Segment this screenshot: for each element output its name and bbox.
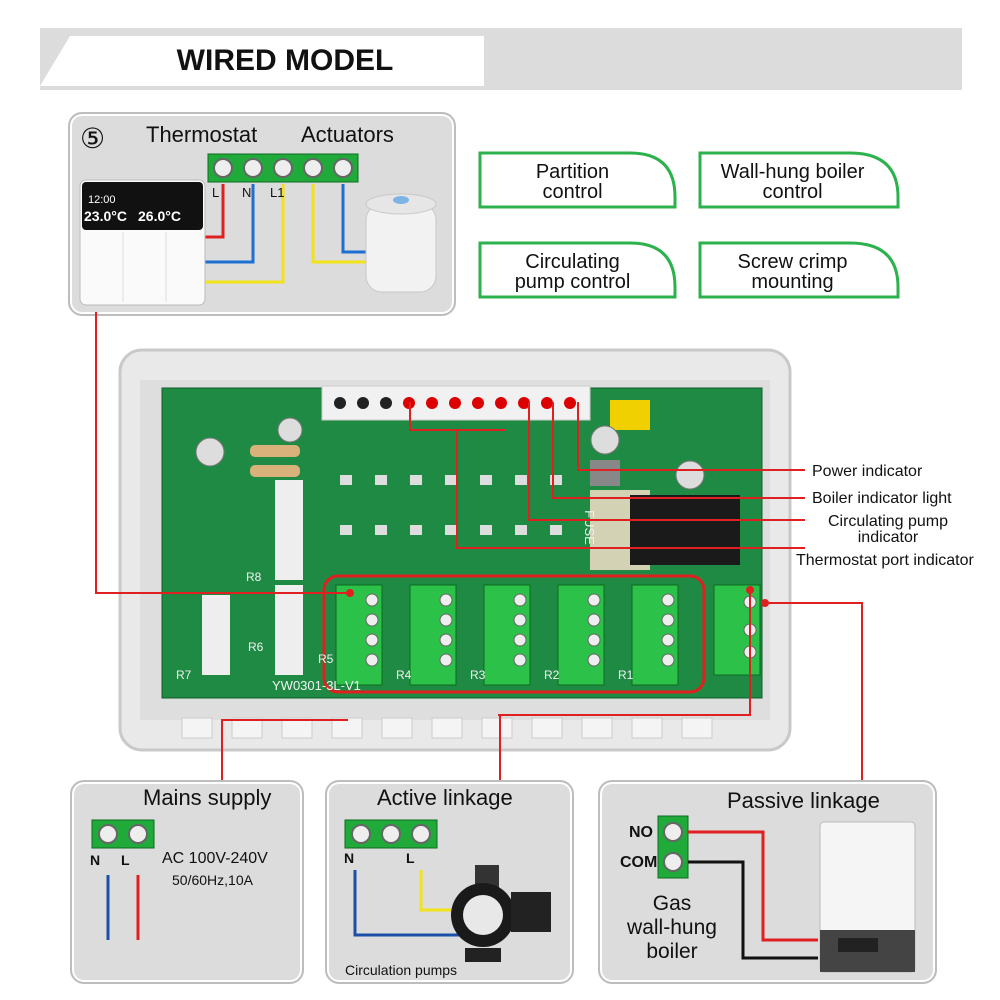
terminal-label-l: L (212, 185, 220, 200)
mains-title: Mains supply (143, 785, 272, 810)
board-model-label: YW0301-3L-V1 (272, 678, 361, 693)
passive-com-label: COM (620, 854, 658, 871)
page-title: WIRED MODEL (176, 44, 394, 77)
left-label-r5: R5 (318, 652, 334, 666)
active-title: Active linkage (377, 785, 513, 810)
power-indicator-label: Power indicator (812, 463, 923, 480)
relay-label-r3: R3 (470, 668, 486, 682)
passive-wiring (657, 815, 916, 973)
fuse-label: FUSE (581, 510, 597, 545)
thermostat-label: Thermostat (146, 122, 258, 147)
passive-title: Passive linkage (727, 788, 880, 813)
actuators-label: Actuators (301, 122, 394, 147)
active-wiring (344, 819, 551, 962)
relay-label-r1: R1 (618, 668, 634, 682)
left-label-r6: R6 (248, 640, 264, 654)
thermostat-time: 12:00 (88, 194, 116, 206)
mains-wiring (91, 819, 155, 940)
left-label-r7: R7 (176, 668, 192, 682)
thermostat-temp-right: 26.0°C (138, 208, 181, 224)
terminal-label-l1: L1 (270, 185, 285, 200)
top-panel-wiring (79, 153, 437, 306)
feature-badge-frames (478, 151, 900, 299)
active-linkage-panel (325, 780, 574, 984)
mains-terminal-n: N (90, 852, 101, 868)
boiler-indicator-label: Boiler indicator light (812, 490, 952, 507)
controller-board (118, 348, 792, 752)
left-label-r8: R8 (246, 570, 262, 584)
mains-terminal-l: L (121, 852, 130, 868)
terminal-label-n: N (242, 185, 252, 200)
active-terminal-n: N (344, 850, 355, 866)
relay-label-r4: R4 (396, 668, 412, 682)
mains-spec-voltage: AC 100V-240V (162, 850, 268, 867)
step-number: ⑤ (80, 123, 106, 154)
thermostat-temp-left: 23.0°C (84, 208, 127, 224)
thermostat-indicator-label: Thermostat port indicator (796, 552, 974, 569)
circulation-pumps-caption: Circulation pumps (345, 962, 458, 978)
relay-label-r2: R2 (544, 668, 560, 682)
passive-no-label: NO (629, 824, 653, 841)
active-terminal-l: L (406, 850, 415, 866)
mains-spec-frequency: 50/60Hz,10A (172, 872, 253, 888)
header-title-band (40, 36, 484, 86)
